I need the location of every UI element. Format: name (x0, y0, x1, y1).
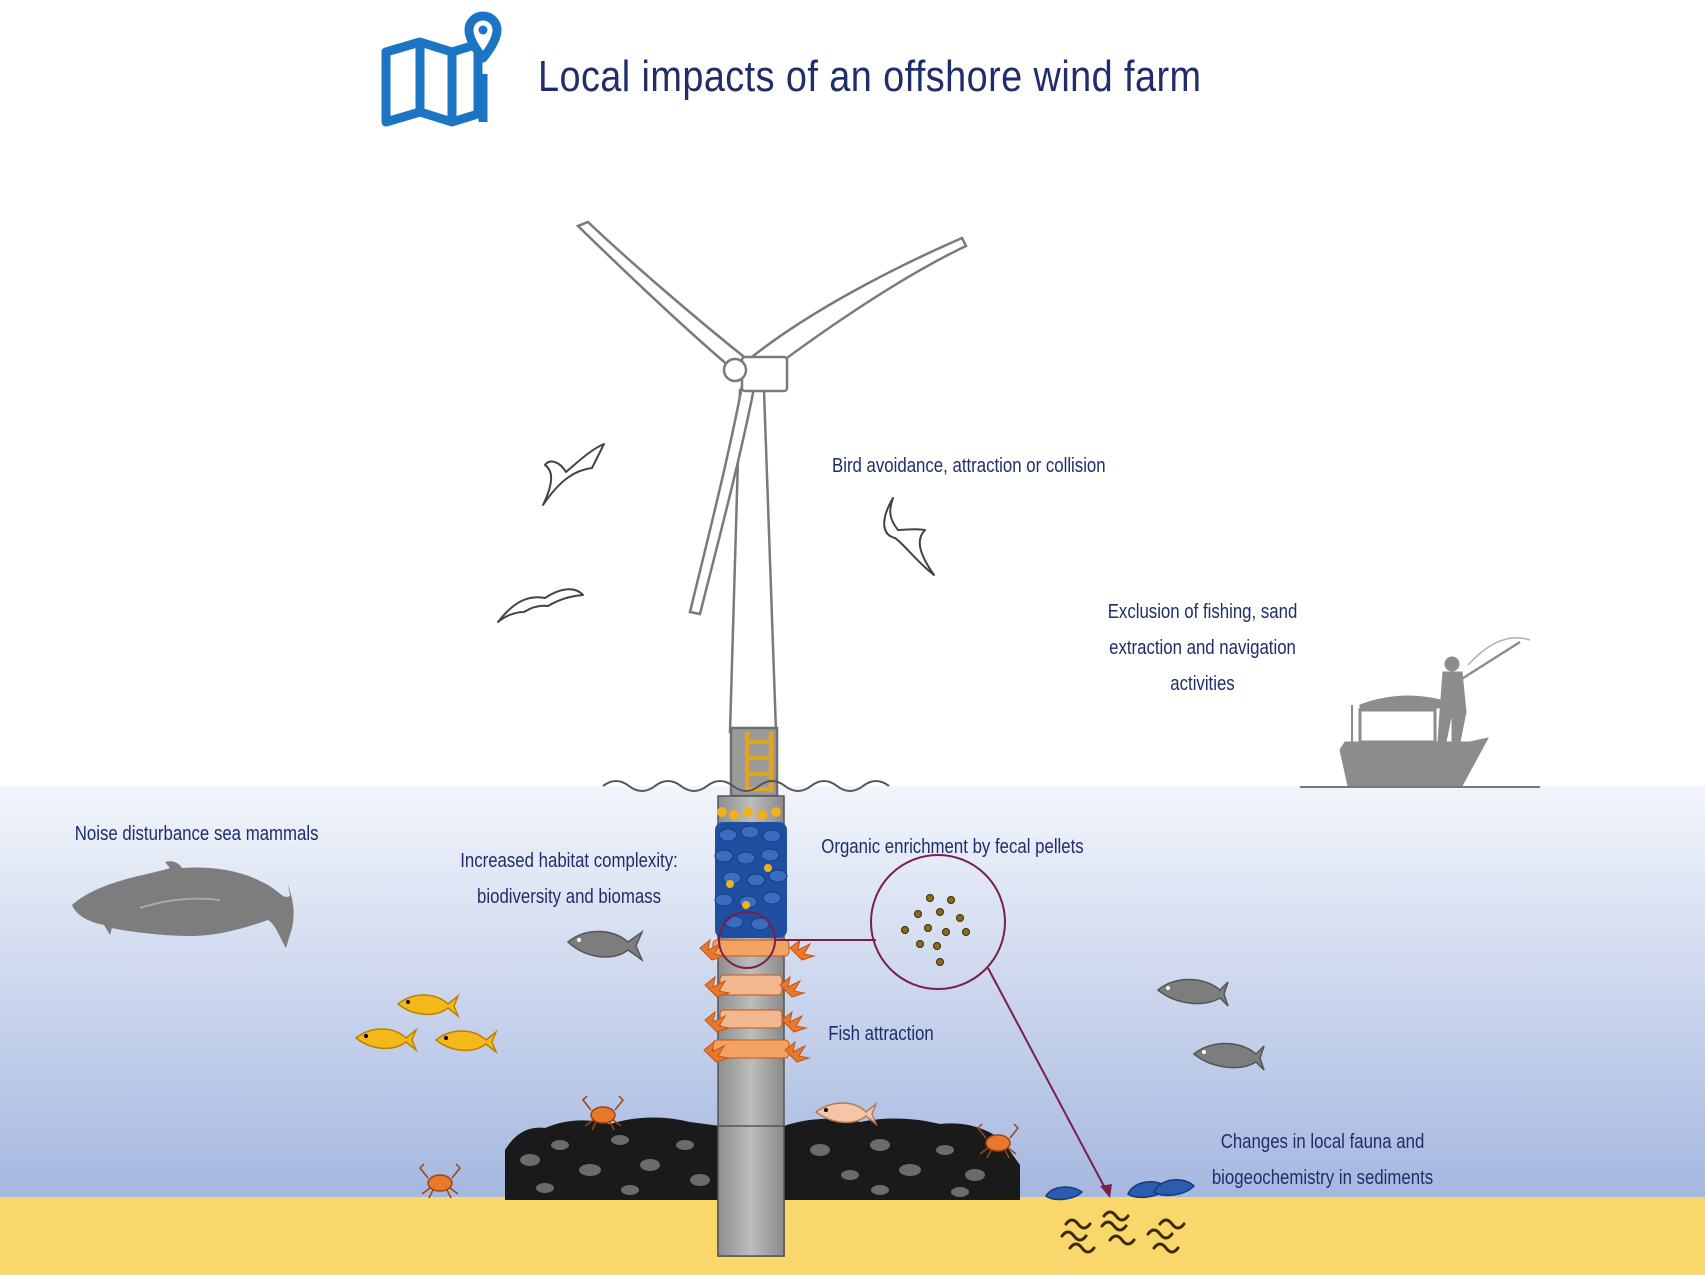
turbine-blade (688, 384, 756, 616)
label-habitat-line-1: Increased habitat complexity: (460, 850, 678, 872)
label-fish-attraction: Fish attraction (818, 1016, 944, 1052)
yellow-fish (354, 1027, 418, 1053)
grey-fish (1156, 978, 1229, 1007)
anemone-band (699, 938, 816, 1063)
whale-icon (72, 861, 294, 948)
seabed (0, 1197, 1705, 1275)
turbine-blade (746, 236, 968, 380)
label-bird-impact: Bird avoidance, attraction or collision (832, 448, 1106, 484)
seagull-icon (497, 588, 584, 623)
label-bird-impact-text: Bird avoidance, attraction or collision (832, 455, 1106, 477)
map-pin-icon (381, 11, 502, 127)
label-habitat-complexity: Increased habitat complexity: biodiversi… (452, 843, 686, 915)
turbine-hub (722, 357, 748, 383)
label-fishing-exclusion: Exclusion of fishing, sand extraction an… (1100, 594, 1306, 702)
seagull-icon (883, 497, 935, 576)
label-organic-enrichment: Organic enrichment by fecal pellets (816, 829, 1089, 865)
seagull-icon (542, 443, 605, 506)
grey-fish (1192, 1042, 1265, 1071)
fishing-boat-icon (1339, 637, 1531, 787)
pink-fish (814, 1101, 878, 1127)
label-sediment-line-2: biogeochemistry in sediments (1211, 1167, 1434, 1189)
fecal-pellet-zoom (718, 854, 1112, 1198)
label-fishing-line-2: extraction and navigation (1109, 637, 1296, 659)
label-sediment-changes: Changes in local fauna and biogeochemist… (1203, 1124, 1442, 1196)
grey-fish (566, 929, 644, 963)
monopile-base (717, 1125, 785, 1257)
wind-turbine (575, 220, 968, 798)
label-organic-enrichment-text: Organic enrichment by fecal pellets (821, 836, 1084, 858)
label-sediment-line-1: Changes in local fauna and (1220, 1131, 1425, 1153)
page-title: Local impacts of an offshore wind farm (538, 52, 1202, 101)
mussel-band (714, 807, 788, 938)
label-sea-mammals: Noise disturbance sea mammals (75, 816, 319, 852)
wave-line (602, 780, 890, 792)
yellow-fish (396, 993, 460, 1019)
label-fish-attraction-text: Fish attraction (828, 1023, 934, 1045)
label-habitat-line-2: biodiversity and biomass (477, 886, 661, 908)
seabed-worms (1060, 1210, 1186, 1254)
crab-icon (581, 1095, 625, 1131)
crab-icon (976, 1123, 1020, 1159)
label-fishing-line-3: activities (1170, 673, 1235, 695)
crab-icon (418, 1163, 462, 1199)
turbine-nacelle (740, 355, 789, 393)
turbine-blade (575, 220, 750, 374)
yellow-fish (434, 1029, 498, 1055)
label-fishing-line-1: Exclusion of fishing, sand (1107, 601, 1298, 623)
label-sea-mammals-text: Noise disturbance sea mammals (74, 823, 319, 845)
seabed-mussels (1045, 1179, 1196, 1201)
